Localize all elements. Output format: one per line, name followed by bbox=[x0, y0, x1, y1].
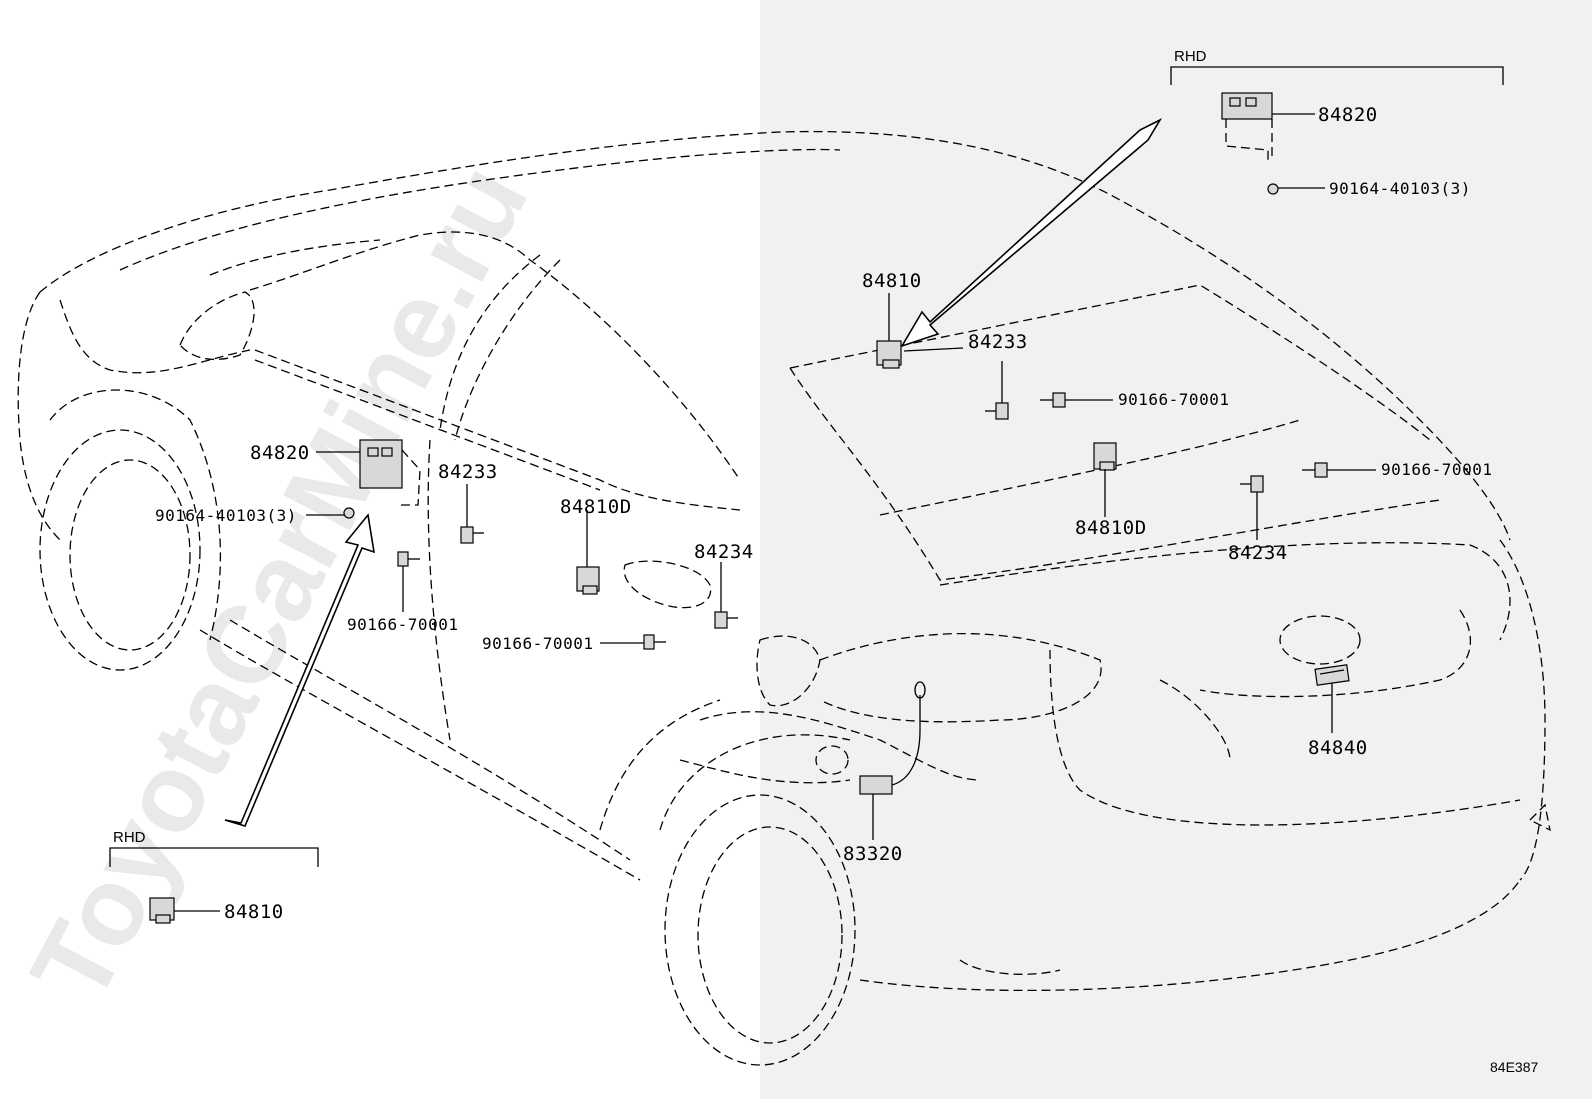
large-arrow-left bbox=[224, 513, 376, 827]
large-arrow-top bbox=[900, 118, 1163, 348]
callout-90166-mid: 90166-70001 bbox=[482, 634, 593, 653]
car-outline bbox=[17, 130, 1551, 1066]
rhd-label-top: RHD bbox=[1174, 48, 1207, 65]
callout-90166-right-top: 90166-70001 bbox=[1118, 390, 1229, 409]
switch-84810d-right bbox=[1093, 442, 1117, 471]
switch-84840 bbox=[1314, 664, 1350, 686]
rhd-bracket-top bbox=[1170, 66, 1504, 85]
bolt-90164-left bbox=[343, 507, 355, 519]
callout-84233-left: 84233 bbox=[438, 461, 498, 483]
control-unit-84820-left bbox=[359, 439, 421, 506]
callout-84233-right: 84233 bbox=[968, 331, 1028, 353]
unit-83320 bbox=[859, 681, 926, 795]
leader-lines bbox=[174, 113, 1376, 912]
callout-84810-right: 84810 bbox=[862, 270, 922, 292]
callout-84810d-left: 84810D bbox=[560, 496, 632, 518]
callout-90166-left: 90166-70001 bbox=[347, 615, 458, 634]
callout-84820-rhd-top: 84820 bbox=[1318, 104, 1378, 126]
callout-84820-left: 84820 bbox=[250, 442, 310, 464]
screw-90166-left bbox=[397, 551, 420, 567]
watermark-text: ToyotaCarMine.ru bbox=[8, 145, 552, 1021]
switch-84234-left bbox=[714, 611, 738, 629]
callout-90164-rhd-top: 90164-40103(3) bbox=[1329, 179, 1471, 198]
switch-84810-right bbox=[876, 340, 902, 369]
rhd-bracket-bottom bbox=[109, 847, 319, 867]
screw-90166-mid bbox=[643, 634, 666, 650]
switch-84810-rhd-bottom bbox=[149, 897, 175, 924]
callout-84234-left: 84234 bbox=[694, 541, 754, 563]
callout-84810-rhd-bottom: 84810 bbox=[224, 901, 284, 923]
bolt-90164-rhd-top bbox=[1267, 183, 1279, 195]
callout-90164-left: 90164-40103(3) bbox=[155, 506, 297, 525]
switch-84810d-left bbox=[576, 566, 600, 595]
callout-84840: 84840 bbox=[1308, 737, 1368, 759]
control-unit-84820-rhd-top bbox=[1221, 92, 1273, 160]
switch-84233-left bbox=[460, 526, 484, 544]
callout-84810d-right: 84810D bbox=[1075, 517, 1147, 539]
callout-84234-right: 84234 bbox=[1228, 542, 1288, 564]
drawing-code: 84E387 bbox=[1490, 1059, 1538, 1075]
callout-90166-right-mid: 90166-70001 bbox=[1381, 460, 1492, 479]
rhd-label-bottom: RHD bbox=[113, 829, 146, 846]
screw-90166-right-top bbox=[1040, 392, 1066, 408]
background-panel bbox=[760, 0, 1592, 1099]
callout-83320: 83320 bbox=[843, 843, 903, 865]
